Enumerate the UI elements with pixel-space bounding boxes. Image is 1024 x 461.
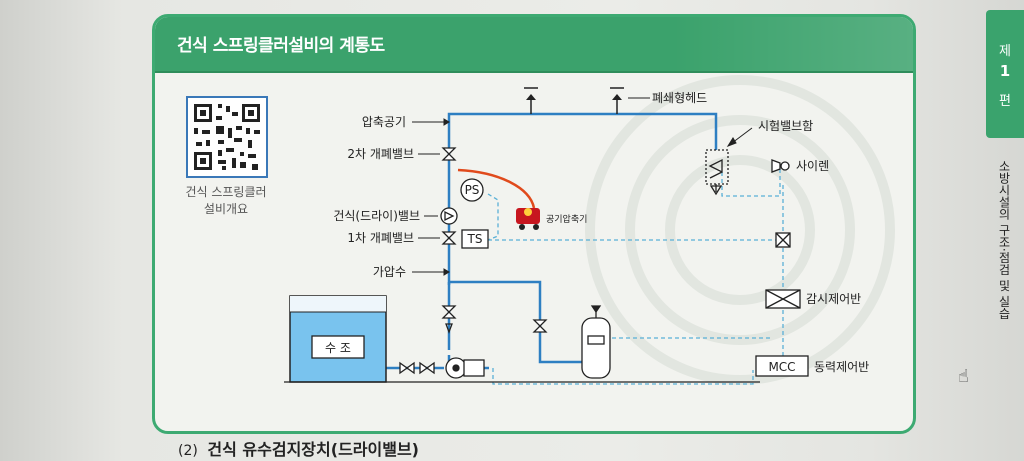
- chapter-vertical-text: 소방시설의 구조·점검 및 실습: [997, 160, 1011, 320]
- label-pressurized-water: 가압수: [373, 265, 406, 279]
- chapter-vertical-title: 소방시설의 구조·점검 및 실습: [990, 160, 1018, 323]
- air-compressor-icon: [516, 208, 540, 230]
- pressure-switch: PS: [460, 178, 484, 202]
- label-air-compressor: 공기압축기: [546, 213, 587, 225]
- part-tab-bottom: 편: [999, 94, 1011, 109]
- panel-header: 건식 스프링클러설비의 계통도: [155, 17, 913, 73]
- water-tank-label: 수 조: [325, 341, 351, 355]
- ps-label: PS: [465, 183, 480, 197]
- label-monitoring-panel: 감시제어반: [806, 292, 861, 306]
- mcc-box: MCC: [755, 355, 809, 377]
- air-hose: [457, 168, 536, 209]
- secondary-valve-icon: [441, 147, 457, 161]
- header-highlight: [673, 17, 913, 71]
- siren-icon: [771, 159, 790, 173]
- signal-lines: [487, 165, 786, 385]
- qr-code-icon: [194, 104, 260, 170]
- closed-head-1: [524, 87, 538, 114]
- part-tab-top: 제: [999, 44, 1011, 59]
- label-compressed-air: 압축공기: [362, 115, 406, 129]
- ts-label: TS: [467, 232, 483, 246]
- watermark-rings: [585, 75, 895, 385]
- mcc-label: MCC: [768, 360, 795, 374]
- part-tab-number: 1: [999, 62, 1011, 80]
- label-closed-head: 폐쇄형헤드: [652, 91, 707, 105]
- monitoring-panel-icon: [765, 289, 801, 309]
- part-tab[interactable]: 제 1 편: [986, 10, 1024, 138]
- tamper-switch: TS: [461, 229, 489, 249]
- panel-title: 건식 스프링클러설비의 계통도: [177, 36, 385, 56]
- closed-head-2: [610, 87, 624, 114]
- label-test-valve-box: 시험밸브함: [758, 119, 813, 133]
- test-valve-box: [705, 149, 729, 196]
- primary-valve-icon: [441, 231, 457, 245]
- label-siren: 사이렌: [796, 159, 829, 173]
- label-primary-valve: 1차 개폐밸브: [347, 231, 414, 245]
- pressure-tank: [581, 305, 611, 379]
- pump-icon: [445, 357, 485, 379]
- qr-caption: 건식 스프링클러 설비개요: [178, 184, 274, 218]
- lower-valves-icon: [399, 305, 548, 375]
- junction-box-icon: [775, 232, 791, 248]
- section-heading: (2) 건식 유수검지장치(드라이밸브): [178, 436, 419, 460]
- water-tank: 수 조: [289, 295, 387, 383]
- label-secondary-valve: 2차 개폐밸브: [347, 147, 414, 161]
- qr-code[interactable]: [186, 96, 268, 178]
- hand-icon: ☝: [958, 366, 969, 387]
- label-dry-valve: 건식(드라이)밸브: [333, 209, 420, 223]
- qr-caption-line1: 건식 스프링클러: [185, 185, 267, 199]
- dry-valve-icon: [440, 207, 458, 225]
- label-power-panel: 동력제어반: [814, 360, 869, 374]
- section-title: 건식 유수검지장치(드라이밸브): [207, 440, 419, 459]
- section-number: (2): [178, 443, 198, 459]
- leader-arrows: [412, 97, 753, 276]
- qr-caption-line2: 설비개요: [203, 202, 249, 216]
